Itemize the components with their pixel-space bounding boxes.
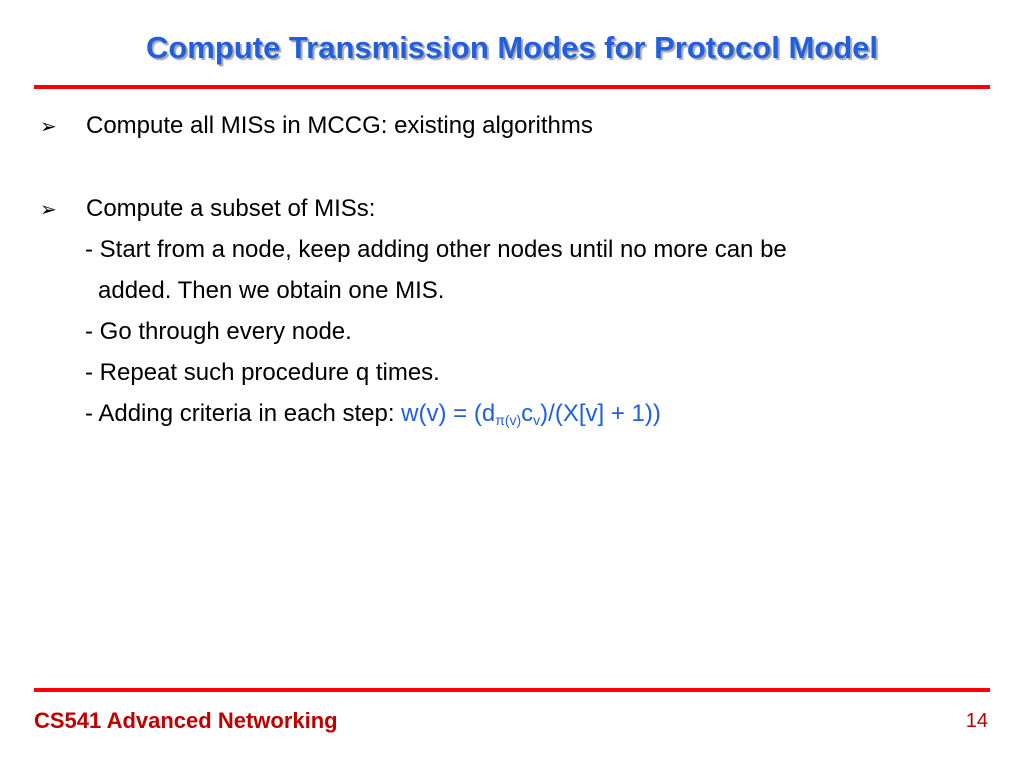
bottom-divider	[34, 688, 990, 692]
bullet-text: Compute a subset of MISs:	[86, 195, 376, 222]
formula-prefix: w(v) = (d	[401, 400, 496, 427]
formula-subscript-v: v	[533, 412, 541, 428]
arrow-bullet-icon: ➢	[40, 197, 57, 221]
formula-suffix: )/(X[v] + 1))	[540, 400, 661, 427]
sub-point-text: - Adding criteria in each step:	[85, 400, 402, 427]
page-number: 14	[965, 710, 988, 732]
top-divider	[34, 85, 990, 89]
course-name: CS541 Advanced Networking	[34, 708, 338, 733]
bullet-text: Compute all MISs in MCCG: existing algor…	[86, 112, 593, 139]
sub-point-continuation: added. Then we obtain one MIS.	[98, 277, 445, 304]
sub-point: - Start from a node, keep adding other n…	[85, 236, 787, 263]
slide-title: Compute Transmission Modes for Protocol …	[145, 30, 878, 65]
sub-point-formula-line: - Adding criteria in each step: w(v) = (…	[85, 399, 661, 429]
bullet-item: ➢ Compute a subset of MISs:	[40, 194, 375, 224]
bullet-item: ➢ Compute all MISs in MCCG: existing algo…	[40, 111, 593, 141]
formula-subscript-pi: π(v)	[495, 412, 522, 428]
formula-mid: c	[521, 400, 534, 427]
sub-point: - Go through every node.	[85, 318, 352, 345]
arrow-bullet-icon: ➢	[40, 114, 57, 138]
weight-formula: w(v) = (dπ(v)cv)/(X[v] + 1))	[401, 400, 661, 427]
sub-point: - Repeat such procedure q times.	[85, 359, 440, 386]
